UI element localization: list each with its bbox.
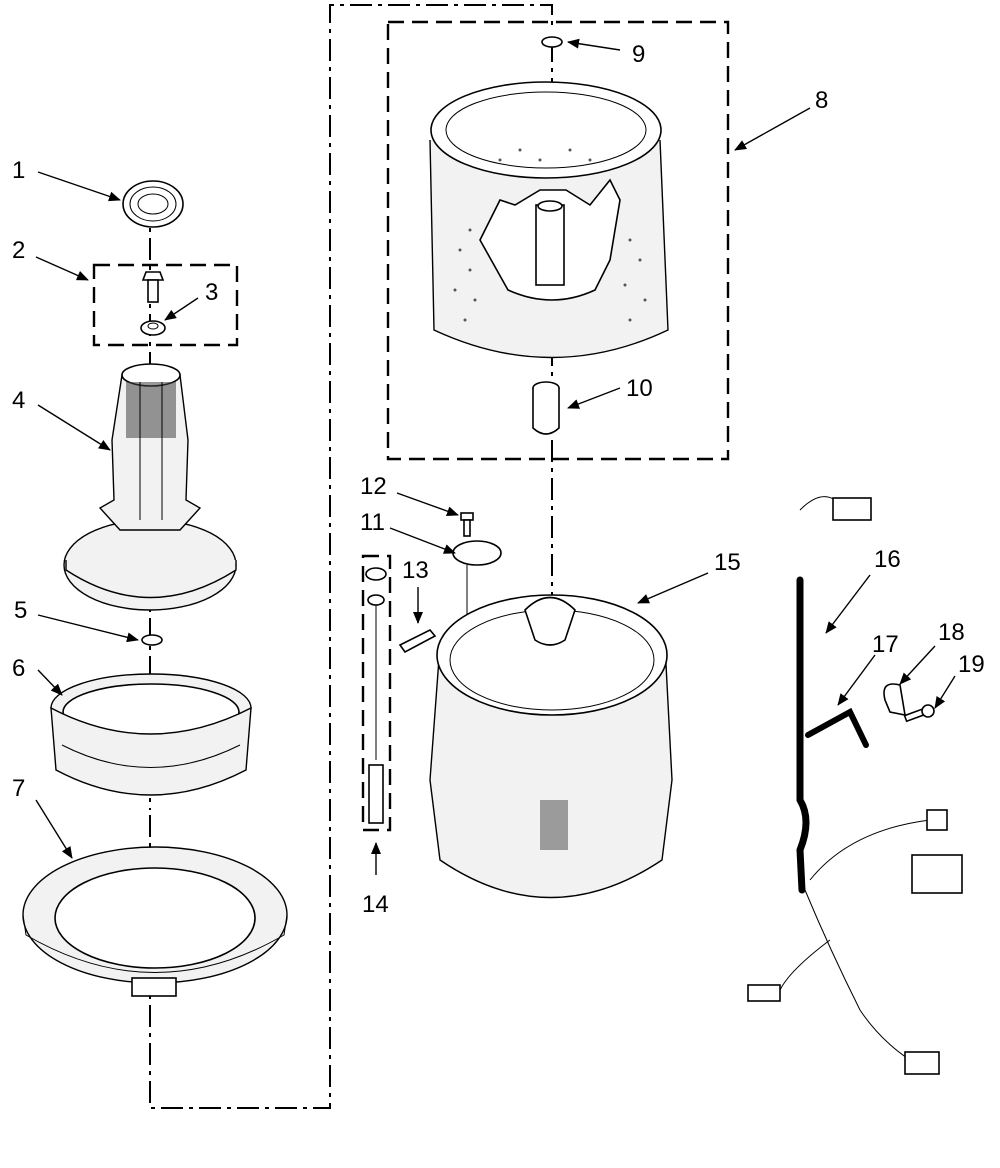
- part-drive-hub: [532, 381, 560, 435]
- group-box-8: [386, 20, 730, 461]
- part-tub-ring: [22, 846, 288, 997]
- callout-5: 5: [14, 597, 27, 624]
- callout-18: 18: [938, 619, 965, 646]
- group-box-2: [92, 263, 239, 347]
- part-hose: [805, 707, 869, 748]
- part-agitator-cap: [122, 180, 184, 228]
- callout-14: 14: [362, 891, 389, 918]
- part-basket-nut: [541, 36, 563, 48]
- part-balance-ring: [50, 673, 252, 796]
- callout-15: 15: [714, 549, 741, 576]
- part-bracket: [398, 629, 437, 654]
- part-hose-assembly: [365, 567, 387, 824]
- callout-6: 6: [12, 655, 25, 682]
- callout-9: 9: [632, 41, 645, 68]
- part-wire-harness: [747, 496, 963, 1075]
- part-clamp: [883, 683, 906, 717]
- callout-13: 13: [402, 557, 429, 584]
- group-box-14: [361, 554, 392, 832]
- part-cover-screw: [460, 512, 474, 537]
- part-screw: [903, 704, 935, 723]
- callout-7: 7: [12, 775, 25, 802]
- callout-3: 3: [205, 279, 218, 306]
- part-outer-tub: [429, 594, 673, 899]
- callout-12: 12: [360, 473, 387, 500]
- center-line-loop: [149, 4, 553, 1109]
- leader-arrows: [35, 38, 956, 875]
- callout-1: 1: [12, 157, 25, 184]
- part-agitator-bolt: [140, 271, 166, 336]
- callout-10: 10: [626, 375, 653, 402]
- callout-8: 8: [815, 87, 828, 114]
- callout-17: 17: [872, 631, 899, 658]
- part-washer: [141, 634, 163, 646]
- callout-2: 2: [12, 237, 25, 264]
- callout-19: 19: [958, 651, 985, 678]
- part-tub-cover: [452, 540, 502, 566]
- part-agitator: [63, 363, 237, 611]
- callout-11: 11: [360, 509, 385, 536]
- callout-16: 16: [874, 546, 901, 573]
- part-basket: [429, 81, 669, 359]
- callout-4: 4: [12, 387, 25, 414]
